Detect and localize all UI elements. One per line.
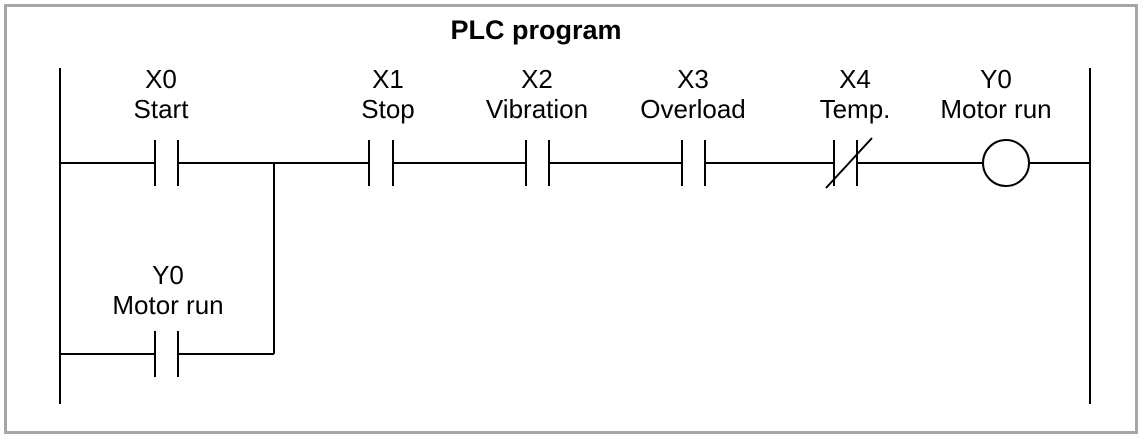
contact-x1-symbol bbox=[368, 140, 394, 186]
label-y0-coil: Y0 Motor run bbox=[926, 64, 1066, 124]
diagram-frame bbox=[4, 4, 1138, 434]
contact-x3-symbol bbox=[681, 140, 706, 186]
x3-name: Overload bbox=[640, 94, 746, 124]
y0-branch-address: Y0 bbox=[152, 260, 184, 290]
y0-coil-name: Motor run bbox=[940, 94, 1052, 124]
label-x3: X3 Overload bbox=[623, 64, 763, 124]
x2-name: Vibration bbox=[485, 94, 589, 124]
label-x0: X0 Start bbox=[101, 64, 221, 124]
label-x4: X4 Temp. bbox=[795, 64, 915, 124]
contact-x2-symbol bbox=[525, 140, 550, 186]
x1-name: Stop bbox=[361, 94, 415, 124]
contact-x4-nc-symbol bbox=[825, 137, 873, 189]
label-x1: X1 Stop bbox=[328, 64, 448, 124]
branch-wires bbox=[60, 163, 275, 355]
contact-y0-branch-symbol bbox=[154, 331, 179, 377]
y0-coil-address: Y0 bbox=[980, 64, 1012, 94]
label-y0-branch: Y0 Motor run bbox=[88, 260, 248, 320]
x4-address: X4 bbox=[839, 64, 871, 94]
x0-address: X0 bbox=[145, 64, 177, 94]
x3-address: X3 bbox=[677, 64, 709, 94]
x4-name: Temp. bbox=[819, 94, 891, 124]
diagram-title: PLC program bbox=[450, 15, 622, 45]
label-x2: X2 Vibration bbox=[467, 64, 607, 124]
x2-address: X2 bbox=[521, 64, 553, 94]
y0-branch-name: Motor run bbox=[112, 290, 224, 320]
contact-x0-symbol bbox=[154, 140, 179, 186]
coil-y0-symbol bbox=[982, 139, 1030, 187]
x1-address: X1 bbox=[372, 64, 404, 94]
x0-name: Start bbox=[133, 94, 189, 124]
